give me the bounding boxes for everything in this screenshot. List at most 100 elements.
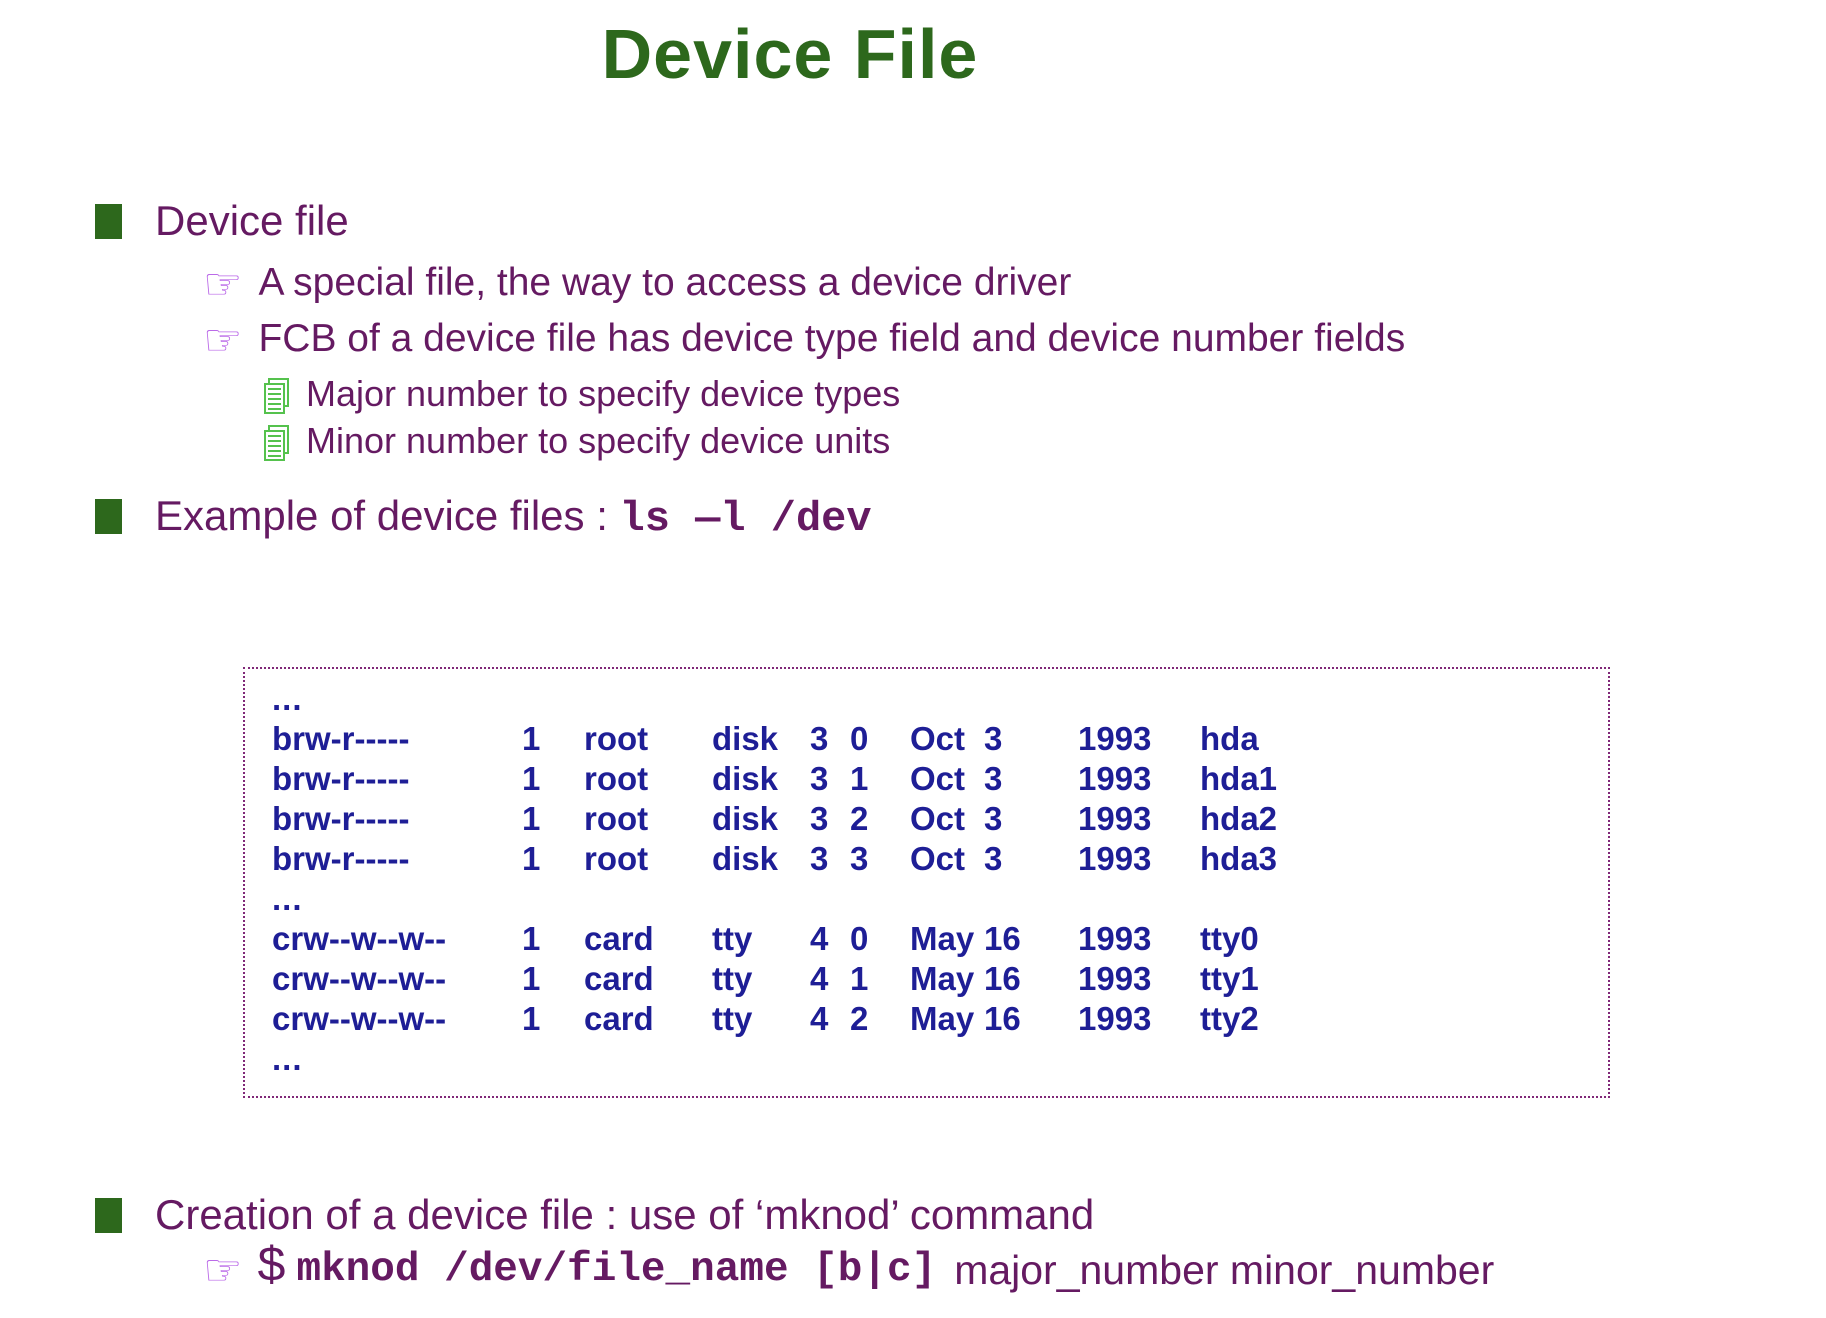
listing-cell: tty [712, 920, 753, 957]
listing-cell: root [584, 720, 649, 757]
listing-ellipsis: ... [272, 880, 303, 917]
bullet-example-text: Example of device files : [155, 492, 620, 539]
listing-cell: root [584, 760, 649, 797]
listing-cell: 2 [850, 1000, 869, 1037]
listing-ellipsis: ... [272, 680, 303, 717]
bullet-example: Example of device files : ls —l /dev [95, 492, 872, 543]
listing-cell: tty2 [1200, 1000, 1259, 1037]
listing-row: ... [272, 1039, 1598, 1079]
listing-cell: 3 [984, 760, 1003, 797]
listing-cell: brw-r----- [272, 760, 410, 797]
listing-cell: 1 [850, 960, 869, 997]
listing-cell: 4 [810, 1000, 829, 1037]
listing-cell: 1 [522, 840, 541, 877]
listing-cell: 3 [810, 720, 829, 757]
listing-cell: card [584, 920, 654, 957]
listing-cell: 3 [810, 760, 829, 797]
sub-sub-bullet-major-label: Major number to specify device types [306, 373, 901, 414]
shell-prompt-symbol: $ [256, 1240, 287, 1297]
listing-cell: 3 [984, 800, 1003, 837]
listing-cell: disk [712, 760, 779, 797]
listing-cell: 1 [522, 1000, 541, 1037]
listing-cell: 1993 [1078, 720, 1152, 757]
listing-cell: disk [712, 840, 779, 877]
listing-cell: brw-r----- [272, 800, 410, 837]
listing-cell: May [910, 960, 975, 997]
listing-cell: 1 [522, 720, 541, 757]
mknod-command-text: mknod /dev/file_name [b|c] [296, 1247, 937, 1293]
listing-cell: tty1 [1200, 960, 1259, 997]
document-pages-icon [262, 377, 292, 420]
listing-cell: 3 [984, 840, 1003, 877]
pointing-hand-icon: ☞ [203, 316, 243, 365]
sub-bullet-special-file: ☞ A special file, the way to access a de… [203, 261, 1071, 307]
listing-cell: crw--w--w-- [272, 1000, 447, 1037]
listing-cell: hda1 [1200, 760, 1278, 797]
listing-cell: 1 [522, 760, 541, 797]
listing-cell: crw--w--w-- [272, 920, 447, 957]
listing-cell: disk [712, 800, 779, 837]
listing-cell: hda2 [1200, 800, 1278, 837]
listing-cell: tty0 [1200, 920, 1259, 957]
listing-ellipsis: ... [272, 1040, 303, 1077]
sub-bullet-special-file-label: A special file, the way to access a devi… [258, 261, 1072, 304]
listing-cell: 4 [810, 920, 829, 957]
listing-cell: 16 [984, 1000, 1021, 1037]
listing-cell: 1 [522, 920, 541, 957]
listing-cell: 0 [850, 720, 869, 757]
listing-cell: hda [1200, 720, 1259, 757]
listing-cell: 3 [810, 840, 829, 877]
listing-cell: 1993 [1078, 960, 1152, 997]
listing-cell: 4 [810, 960, 829, 997]
bullet-device-file: Device file [95, 197, 349, 245]
bullet-example-label: Example of device files : ls —l /dev [155, 492, 872, 543]
sub-sub-bullet-minor: Minor number to specify device units [262, 420, 890, 467]
sub-bullet-fcb-label: FCB of a device file has device type fie… [258, 317, 1406, 360]
listing-cell: tty [712, 1000, 753, 1037]
listing-cell: 1 [522, 960, 541, 997]
listing-cell: 1 [522, 800, 541, 837]
listing-cell: 16 [984, 920, 1021, 957]
listing-cell: root [584, 800, 649, 837]
sub-sub-bullet-major: Major number to specify device types [262, 373, 900, 420]
listing-cell: 0 [850, 920, 869, 957]
mknod-args-text: major_number minor_number [954, 1247, 1495, 1293]
listing-cell: tty [712, 960, 753, 997]
listing-cell: card [584, 1000, 654, 1037]
listing-cell: Oct [910, 720, 966, 757]
listing-cell: 1993 [1078, 760, 1152, 797]
listing-row: ... [272, 879, 1598, 919]
listing-row: ... [272, 679, 1598, 719]
listing-cell: brw-r----- [272, 720, 410, 757]
listing-cell: May [910, 920, 975, 957]
listing-cell: Oct [910, 800, 966, 837]
ls-command-text: ls —l /dev [619, 495, 872, 543]
listing-cell: 1993 [1078, 800, 1152, 837]
sub-sub-bullet-minor-label: Minor number to specify device units [306, 420, 891, 461]
listing-cell: Oct [910, 760, 966, 797]
listing-cell: 2 [850, 800, 869, 837]
document-pages-icon [262, 424, 292, 467]
listing-cell: 3 [810, 800, 829, 837]
pointing-hand-icon: ☞ [203, 1246, 243, 1295]
sub-bullet-fcb: ☞ FCB of a device file has device type f… [203, 317, 1405, 363]
pointing-hand-icon: ☞ [203, 260, 243, 309]
listing-cell: 16 [984, 960, 1021, 997]
listing-cell: Oct [910, 840, 966, 877]
page-title: Device File [601, 15, 979, 93]
listing-cell: root [584, 840, 649, 877]
listing-cell: crw--w--w-- [272, 960, 447, 997]
listing-cell: 1 [850, 760, 869, 797]
listing-cell: May [910, 1000, 975, 1037]
listing-cell: brw-r----- [272, 840, 410, 877]
square-bullet-icon [95, 204, 122, 239]
listing-cell: card [584, 960, 654, 997]
listing-cell: 3 [984, 720, 1003, 757]
